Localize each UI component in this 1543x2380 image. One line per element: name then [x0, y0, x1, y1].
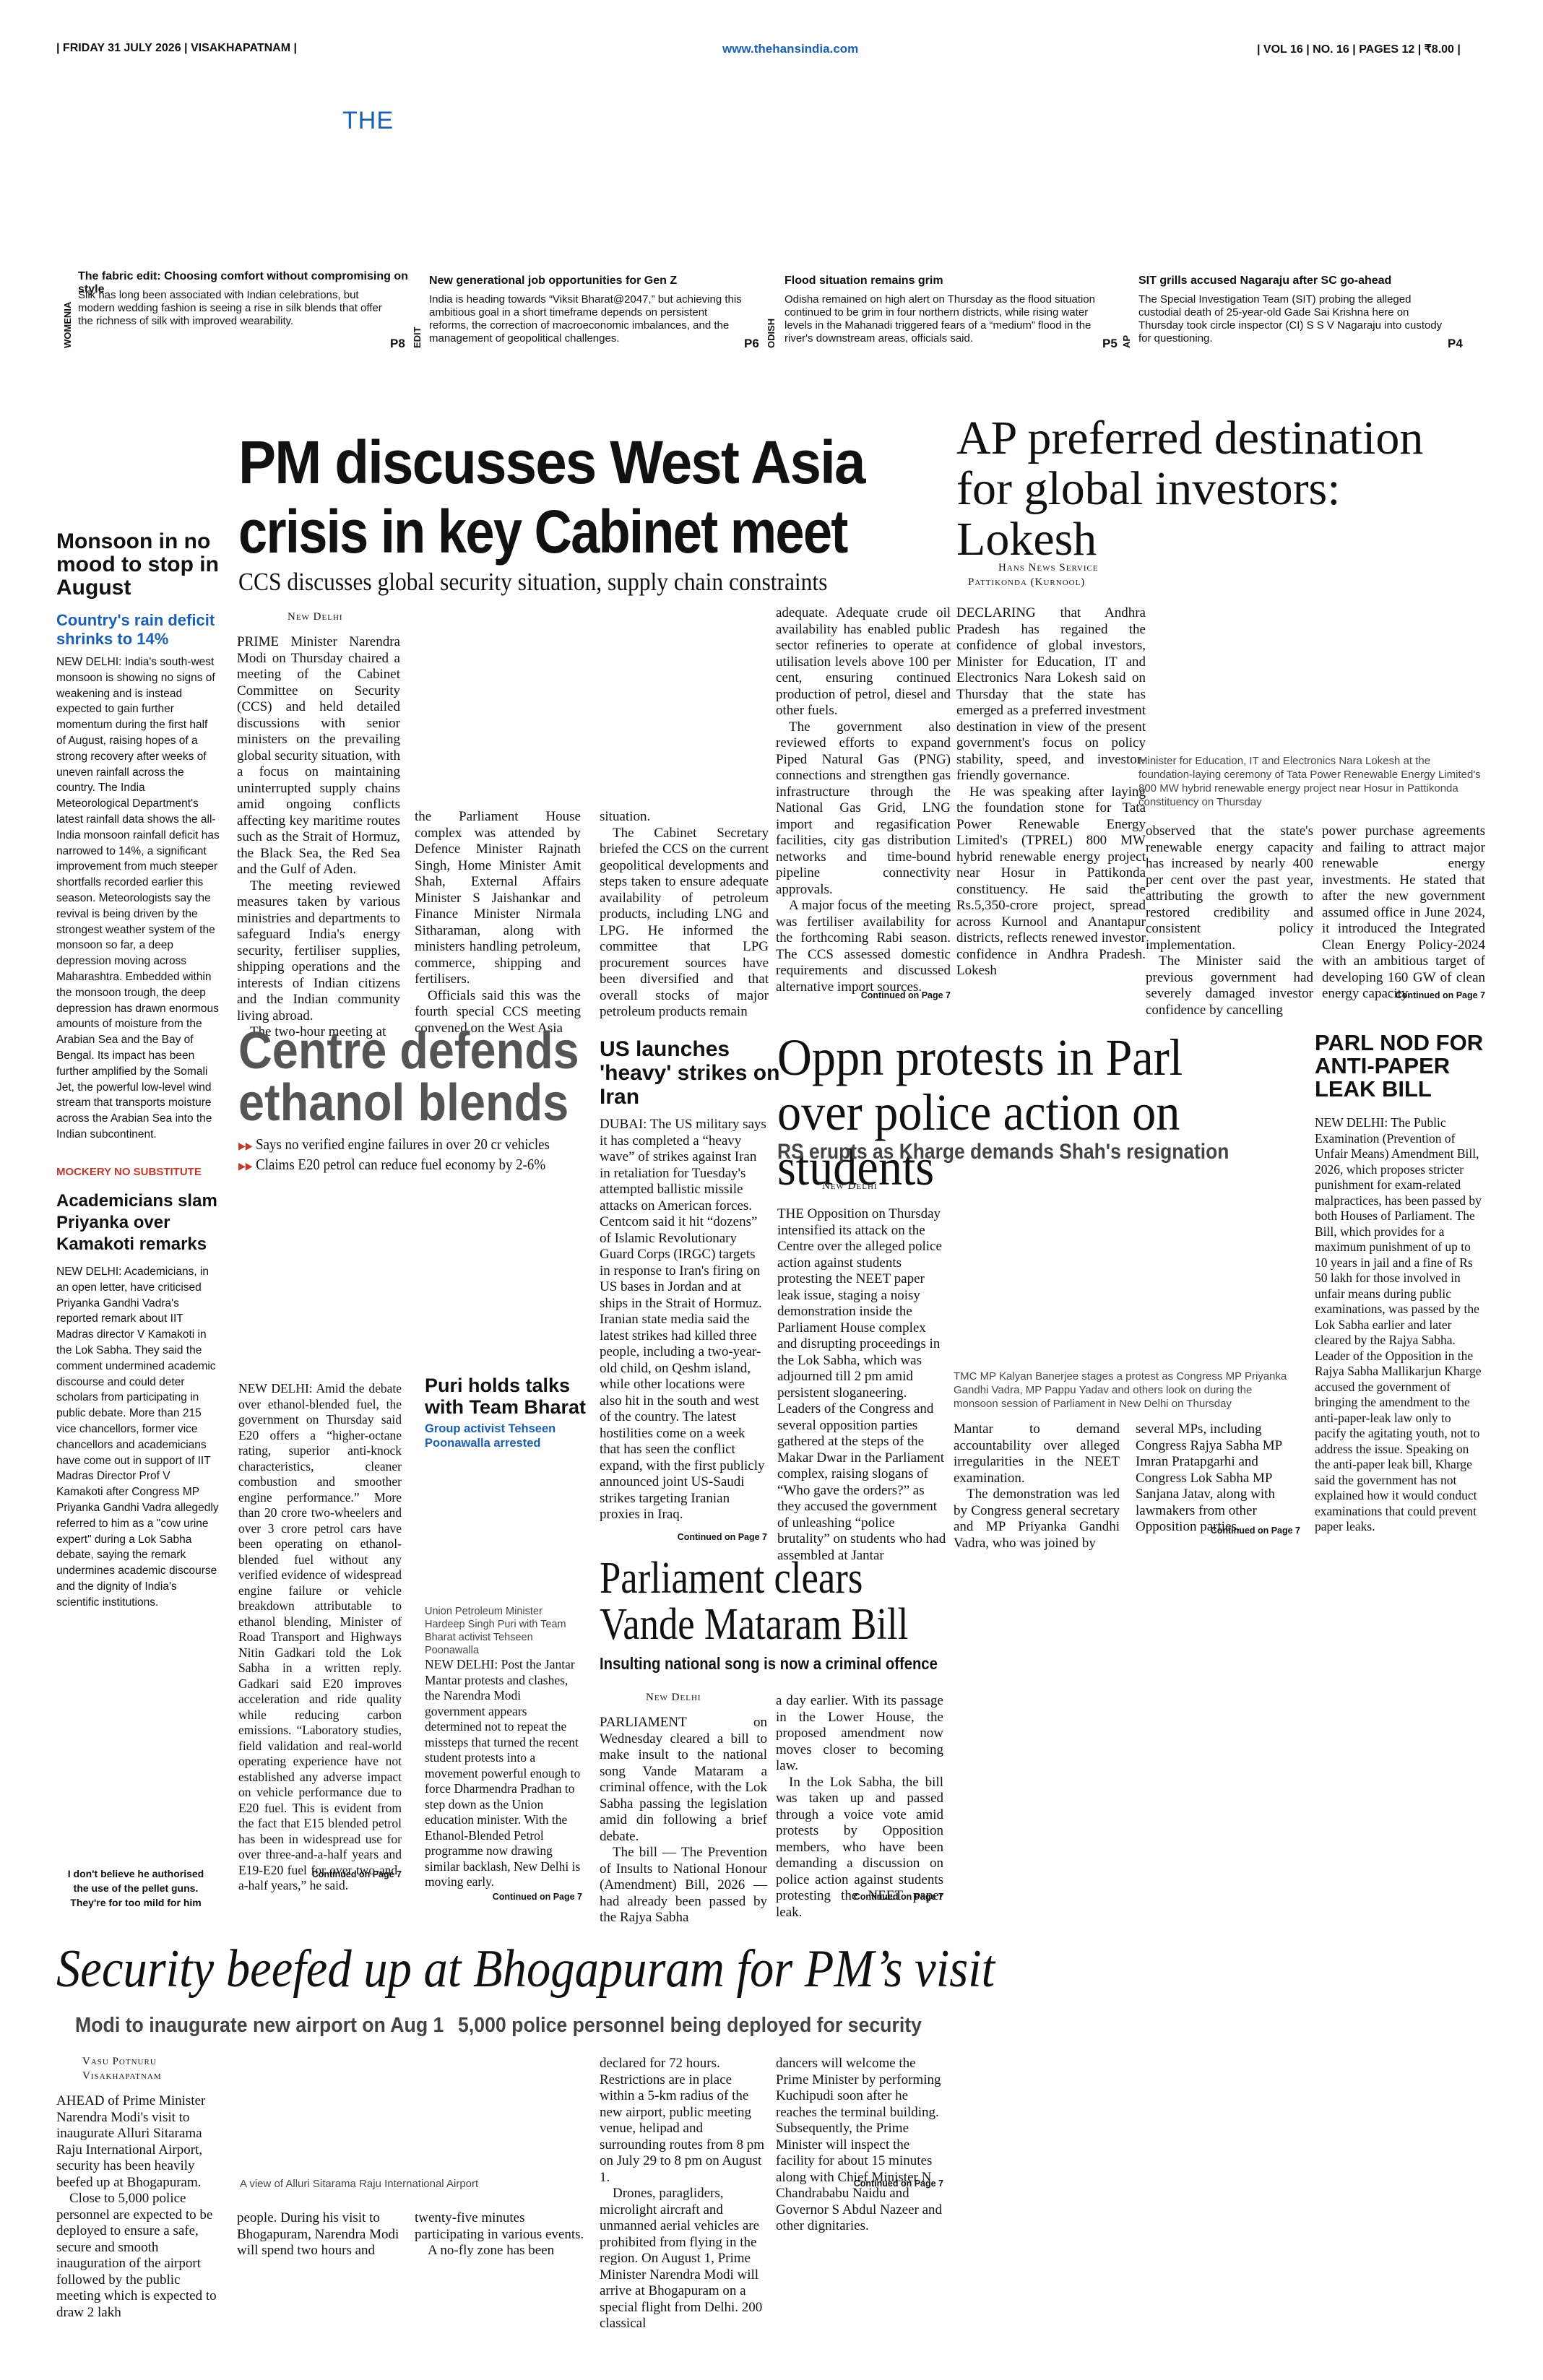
academicians-headline[interactable]: Academicians slam Priyanka over Kamakoti…: [56, 1191, 217, 1254]
puri-body: NEW DELHI: Post the Jantar Mantar protes…: [425, 1657, 581, 1889]
bhogapuram-subhead-1: Modi to inaugurate new airport on Aug 1: [75, 2014, 444, 2037]
vande-byline: New Delhi: [646, 1692, 701, 1703]
teaser-text: India is heading towards “Viksit Bharat@…: [429, 293, 742, 345]
bhogapuram-body-col5: dancers will welcome the Prime Minister …: [776, 2056, 943, 2233]
ethanol-continued-link[interactable]: Continued on Page 7: [311, 1869, 402, 1879]
ap-body-col2: observed that the state's renewable ener…: [1146, 823, 1313, 1018]
teaser-title: The fabric edit: Choosing comfort withou…: [78, 270, 408, 295]
academicians-kicker: MOCKERY NO SUBSTITUTE: [56, 1166, 202, 1178]
teaser-section-label: EDIT: [412, 326, 423, 348]
website-link[interactable]: www.thehansindia.com: [722, 42, 859, 56]
oppn-photo: [954, 1185, 1300, 1365]
teaser-page-number: P6: [744, 337, 759, 350]
bhogapuram-continued-link[interactable]: Continued on Page 7: [853, 2178, 943, 2189]
bhogapuram-photo-caption: A view of Alluri Sitarama Raju Internati…: [240, 2178, 479, 2190]
oppn-headline[interactable]: Oppn protests in Parl over police action…: [777, 1029, 1183, 1196]
bullet-arrow-icon: ▶▶: [238, 1161, 253, 1172]
puri-headline[interactable]: Puri holds talks with Team Bharat: [425, 1375, 587, 1418]
pm-headline-line1[interactable]: PM discusses West Asia: [238, 428, 865, 496]
us-iran-headline[interactable]: US launches 'heavy' strikes on Iran: [600, 1037, 780, 1109]
teaser-text: Odisha remained on high alert on Thursda…: [785, 293, 1095, 345]
anti-paper-headline[interactable]: PARL NOD FOR ANTI-PAPER LEAK BILL: [1315, 1030, 1484, 1102]
pm-body-col1: PRIME Minister Narendra Modi on Thursday…: [237, 634, 400, 1039]
bhogapuram-subhead-2: 5,000 police personnel being deployed fo…: [458, 2014, 922, 2037]
vande-body-col1: PARLIAMENT on Wednesday cleared a bill t…: [600, 1715, 767, 1925]
us-iran-continued-link[interactable]: Continued on Page 7: [677, 1532, 767, 1542]
ap-body-col3: power purchase agreements and failing to…: [1322, 823, 1485, 1001]
pm-photo: [409, 621, 776, 806]
pm-subhead: CCS discusses global security situation,…: [238, 568, 828, 596]
teaser-text: Silk has long been associated with India…: [78, 289, 382, 327]
anti-paper-body: NEW DELHI: The Public Examination (Preve…: [1315, 1115, 1482, 1533]
volume-line: | VOL 16 | NO. 16 | PAGES 12 | ₹8.00 |: [1257, 43, 1461, 56]
ap-headline[interactable]: AP preferred destination for global inve…: [956, 412, 1424, 566]
teaser-section-label: AP: [1121, 334, 1132, 348]
cartoon-caption: I don't believe he authorised the use of…: [67, 1868, 204, 1908]
vande-headline-line1[interactable]: Parliament clears: [600, 1554, 863, 1603]
oppn-photo-caption: TMC MP Kalyan Banerjee stages a protest …: [954, 1370, 1287, 1410]
pm-body-col2: the Parliament House complex was attende…: [415, 809, 581, 1036]
academicians-body: NEW DELHI: Academicians, in an open lett…: [56, 1265, 219, 1609]
teaser-text: The Special Investigation Team (SIT) pro…: [1138, 293, 1443, 345]
monsoon-subhead: Country's rain deficit shrinks to 14%: [56, 611, 215, 648]
vande-body-col2: a day earlier. With its passage in the L…: [776, 1693, 943, 1920]
ap-body-col1: DECLARING that Andhra Pradesh has regain…: [956, 605, 1146, 978]
ap-byline-place: Pattikonda (Kurnool): [968, 576, 1086, 588]
bhogapuram-headline[interactable]: Security beefed up at Bhogapuram for PM’…: [56, 1939, 995, 1999]
bhogapuram-body-col2: people. During his visit to Bhogapuram, …: [237, 2210, 399, 2258]
ap-photo-caption: Minister for Education, IT and Electroni…: [1138, 755, 1481, 808]
vande-continued-link[interactable]: Continued on Page 7: [853, 1892, 943, 1902]
cartoon-image: [56, 1654, 220, 1835]
ethanol-headline-line1[interactable]: Centre defends: [238, 1022, 579, 1080]
ap-photo: [1149, 605, 1488, 750]
puri-photo-caption: Union Petroleum Minister Hardeep Singh P…: [425, 1606, 566, 1656]
ethanol-headline-line2[interactable]: ethanol blends: [238, 1074, 569, 1132]
bhogapuram-byline-place: Visakhapatnam: [82, 2070, 162, 2082]
bhogapuram-body-col4: declared for 72 hours. Restrictions are …: [600, 2056, 764, 2331]
oppn-subhead: RS erupts as Kharge demands Shah's resig…: [777, 1140, 1229, 1164]
pm-headline-line2[interactable]: crisis in key Cabinet meet: [238, 498, 848, 566]
ethanol-photo: [238, 1185, 582, 1372]
bhogapuram-byline-name: Vasu Potnuru: [82, 2056, 157, 2067]
pm-continued-link[interactable]: Continued on Page 7: [860, 990, 951, 1000]
teaser-section-label: WOMENIA: [62, 301, 73, 348]
oppn-byline: New Delhi: [822, 1180, 878, 1192]
us-iran-body: DUBAI: The US military says it has compl…: [600, 1117, 766, 1522]
puri-continued-link[interactable]: Continued on Page 7: [492, 1892, 582, 1902]
bhogapuram-body-col3: twenty-five minutes participating in var…: [415, 2210, 584, 2258]
teaser-page-number: P8: [390, 337, 405, 350]
pm-byline: New Delhi: [288, 611, 343, 623]
oppn-continued-link[interactable]: Continued on Page 7: [1210, 1526, 1300, 1536]
pm-body-col4: adequate. Adequate crude oil availabilit…: [776, 605, 951, 995]
puri-photo: [425, 1456, 582, 1593]
oppn-body-col3: several MPs, including Congress Rajya Sa…: [1136, 1421, 1282, 1534]
vande-headline-line2[interactable]: Vande Mataram Bill: [600, 1600, 909, 1649]
puri-subhead: Group activist Tehseen Poonawalla arrest…: [425, 1422, 556, 1450]
date-line: | FRIDAY 31 JULY 2026 | VISAKHAPATNAM |: [56, 42, 297, 54]
vande-subhead: Insulting national song is now a crimina…: [600, 1654, 938, 1673]
teaser-page-number: P5: [1102, 337, 1118, 350]
oppn-body-col1: THE Opposition on Thursday intensified i…: [777, 1206, 946, 1563]
ethanol-bullet-2: ▶▶ Claims E20 petrol can reduce fuel eco…: [238, 1156, 546, 1173]
teaser-title: New generational job opportunities for G…: [429, 274, 678, 287]
ethanol-body: NEW DELHI: Amid the debate over ethanol-…: [238, 1381, 402, 1892]
ap-byline-name: Hans News Service: [998, 562, 1099, 574]
ethanol-bullet-1: ▶▶ Says no verified engine failures in o…: [238, 1135, 550, 1153]
pm-body-col3: situation. The Cabinet Secretary briefed…: [600, 809, 769, 1019]
monsoon-headline[interactable]: Monsoon in no mood to stop in August: [56, 529, 219, 600]
bhogapuram-photo: [237, 2051, 597, 2167]
teaser-title: Flood situation remains grim: [785, 274, 943, 287]
masthead-logo: THE: [342, 107, 394, 134]
ap-continued-link[interactable]: Continued on Page 7: [1395, 990, 1485, 1000]
bullet-arrow-icon: ▶▶: [238, 1141, 253, 1152]
teaser-section-label: ODISH: [766, 318, 777, 348]
monsoon-body: NEW DELHI: India's south-west monsoon is…: [56, 656, 220, 1141]
oppn-body-col2: Mantar to demand accountability over all…: [954, 1421, 1120, 1551]
teaser-title: SIT grills accused Nagaraju after SC go-…: [1138, 274, 1392, 287]
teaser-page-number: P4: [1448, 337, 1463, 350]
bhogapuram-body-col1: AHEAD of Prime Minister Narendra Modi's …: [56, 2093, 217, 2320]
